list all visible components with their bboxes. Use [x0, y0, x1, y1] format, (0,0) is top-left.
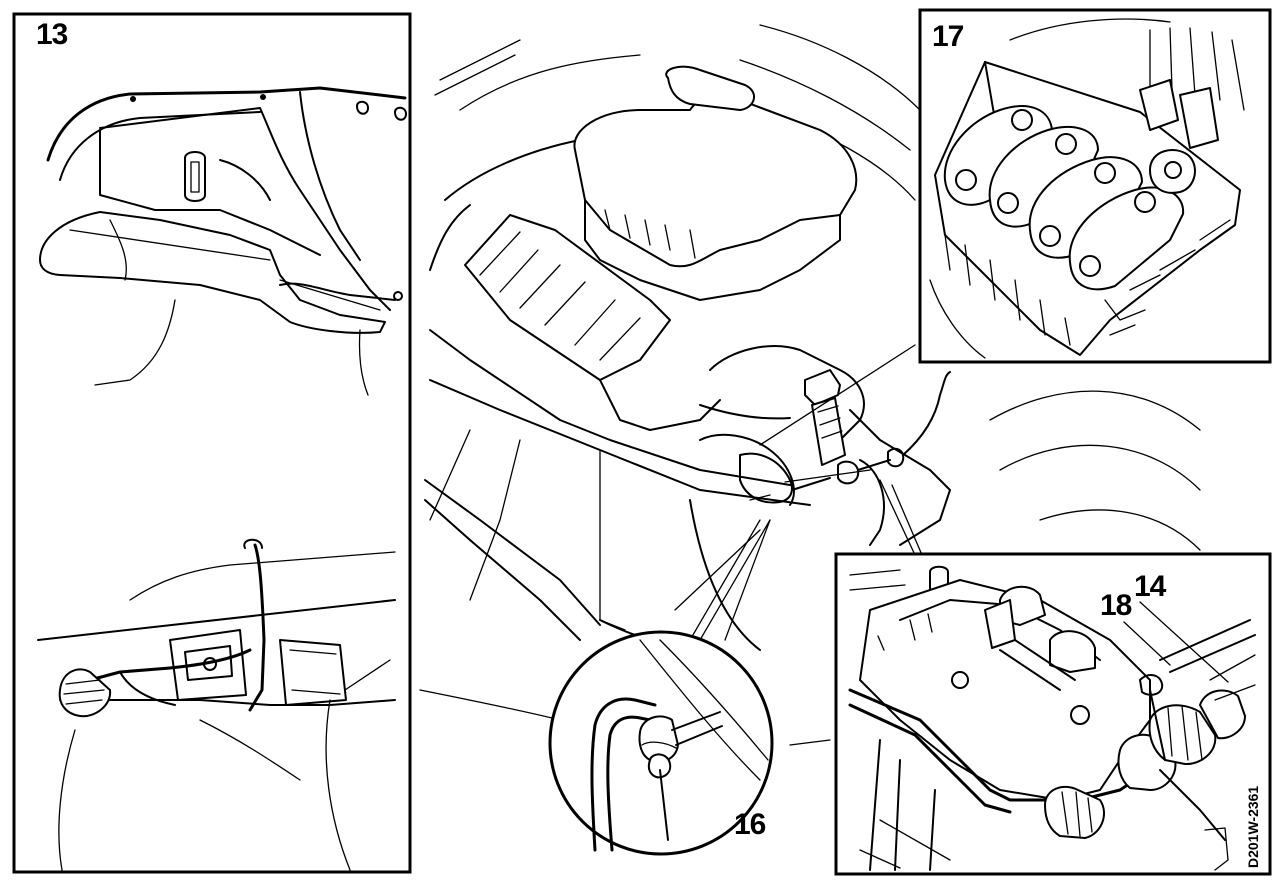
- panel-13-lower-drawing: [37, 538, 396, 871]
- fuse-capsules: [943, 105, 1185, 291]
- panel-13-upper-drawing: [39, 86, 407, 396]
- callout-14: 14: [1134, 570, 1167, 603]
- panel-13: 13: [12, 12, 412, 874]
- panel-17-number: 17: [932, 20, 964, 53]
- panel-13-number: 13: [36, 18, 68, 51]
- panel-17-fuse-drawing: [929, 18, 1245, 359]
- detail-16: 16: [548, 630, 774, 856]
- callout-14-leader: [1139, 601, 1229, 683]
- detail-16-hose-drawing: [590, 639, 769, 852]
- callout-18-leader: [1123, 621, 1171, 666]
- panel-17: 17: [918, 8, 1272, 364]
- detail-14-18: 14 18: [834, 552, 1272, 876]
- callout-18: 18: [1100, 589, 1132, 622]
- detail-engine-drawing: [848, 565, 1256, 871]
- detail-16-number: 16: [734, 808, 766, 841]
- main-engine-bay-scene: [419, 24, 1201, 746]
- panel-13-frame: [12, 12, 412, 874]
- figure-reference-code: D201W-2361: [1245, 786, 1261, 868]
